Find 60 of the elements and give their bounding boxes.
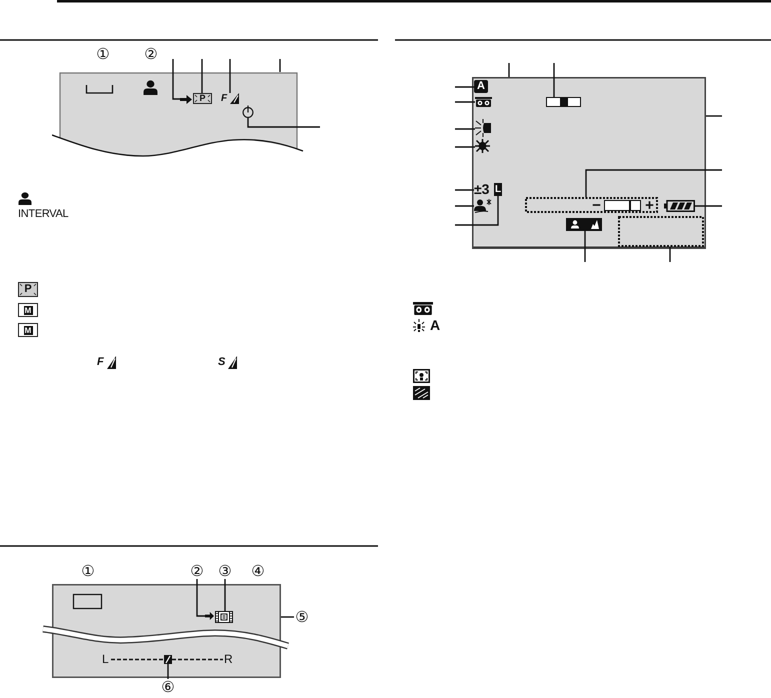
lamp-icon [475, 119, 492, 137]
person-sparkle-icon [474, 199, 492, 213]
callout-number: ⑤ [294, 609, 310, 625]
leader-line [669, 247, 671, 262]
callout-number: ② [143, 46, 159, 62]
leader-line [706, 115, 722, 117]
battery-icon [664, 200, 695, 212]
leader-line [455, 196, 499, 226]
arrow-icon [205, 612, 214, 620]
m-mode-icon: M [18, 303, 38, 317]
leader-line [455, 101, 475, 103]
channel-label: L [102, 653, 109, 665]
slider-frame [525, 197, 658, 213]
arrow-icon [180, 95, 192, 104]
level-marker [164, 655, 172, 664]
clock-icon [242, 105, 254, 118]
person-mountain-bar [566, 218, 602, 231]
screen-display [52, 584, 281, 678]
callout-number: ① [80, 563, 96, 579]
leader-line [455, 205, 474, 207]
leader-line [247, 118, 320, 128]
leader-line [455, 128, 475, 130]
l-mode-icon: L [494, 183, 502, 196]
p-mode-icon: P [193, 93, 212, 104]
callout-number: ⑥ [160, 679, 176, 695]
sun-icon [475, 139, 490, 153]
callout-number: ① [95, 46, 111, 62]
callout-number: ③ [217, 563, 233, 579]
leader-line [508, 63, 510, 77]
a-mode-icon: A [474, 80, 488, 93]
leader-line [695, 205, 722, 207]
leader-line [455, 189, 474, 191]
leader-line [172, 59, 180, 100]
setting-label: INTERVAL [18, 209, 68, 220]
callout-number: ④ [250, 563, 266, 579]
plus-sign: + [644, 198, 655, 212]
cassette-icon [475, 97, 492, 107]
screen-display [472, 77, 706, 249]
leader-line [455, 146, 475, 148]
m-mode-icon: M [18, 323, 38, 337]
screen-display [52, 72, 304, 158]
leader-line [281, 616, 294, 618]
leader-line [196, 579, 205, 617]
leader-line [279, 59, 281, 72]
leader-line [224, 579, 226, 611]
leader-line [455, 86, 474, 88]
film-icon [215, 611, 233, 623]
p-mode-icon: P [18, 282, 38, 297]
minus-sign: − [591, 198, 602, 212]
callout-number: ② [189, 563, 205, 579]
leader-line [201, 59, 203, 93]
leader-line [553, 63, 555, 97]
leader-line [584, 231, 586, 262]
channel-label: R [224, 653, 233, 665]
leader-line [585, 169, 722, 197]
leader-line [167, 664, 169, 679]
segment-indicator [546, 97, 581, 107]
plus-minus-value: ±3 [474, 183, 494, 196]
leader-line [229, 59, 231, 93]
dotted-frame [618, 216, 704, 247]
